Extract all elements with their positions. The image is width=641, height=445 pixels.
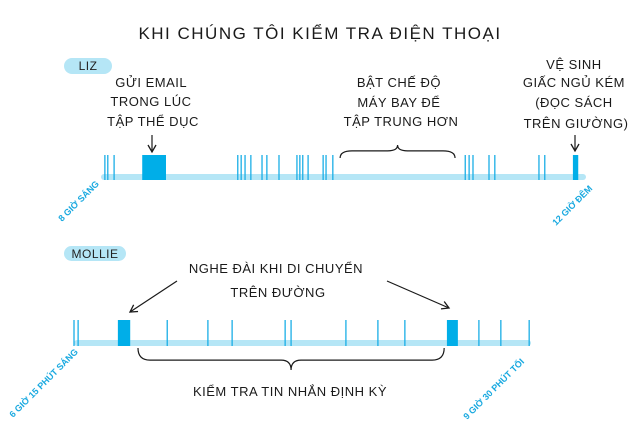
mollie-start-time: 6 GIỜ 15 PHÚT SÁNG: [7, 346, 80, 419]
arrow-radio-right: [386, 280, 451, 310]
extended-use-block: [117, 320, 131, 346]
liz-badge: [64, 58, 112, 74]
extended-use-block: [446, 320, 458, 346]
mollie-radio-note: NGHE ĐÀI KHI DI CHUYỂN TRÊN ĐƯỜNG: [189, 261, 367, 300]
liz-end-time: 12 GIỜ ĐÊM: [550, 183, 595, 228]
brace: [339, 144, 456, 159]
brace: [137, 347, 445, 371]
liz-section: LIZ GỬI EMAIL TRONG LÚC TẬP THỂ DỤC BẬT …: [56, 57, 629, 228]
liz-start-time: 8 GIỜ SÁNG: [56, 178, 101, 223]
liz-timeline: [101, 144, 586, 180]
mollie-timeline: [73, 320, 531, 371]
mollie-messages-note: KIỂM TRA TIN NHẮN ĐỊNH KỲ: [193, 384, 387, 399]
mollie-badge: [64, 246, 126, 261]
mollie-section: MOLLIE NGHE ĐÀI KHI DI CHUYỂN TRÊN ĐƯỜNG…: [7, 246, 531, 421]
arrow-radio-left: [128, 280, 178, 313]
diagram-title: KHI CHÚNG TÔI KIỂM TRA ĐIỆN THOẠI: [138, 24, 501, 43]
liz-email-note: GỬI EMAIL TRONG LÚC TẬP THỂ DỤC: [107, 75, 199, 129]
timeline-track: [74, 340, 531, 346]
extended-use-block: [142, 155, 166, 180]
extended-use-block: [572, 155, 579, 180]
liz-airplane-note: BẬT CHẾ ĐỘ MÁY BAY ĐỂ TẬP TRUNG HƠN: [344, 75, 459, 129]
liz-name: LIZ: [79, 59, 98, 73]
mollie-name: MOLLIE: [71, 247, 118, 261]
liz-sleep-note: VỆ SINH GIẤC NGỦ KÉM (ĐỌC SÁCH TRÊN GIƯỜ…: [523, 57, 629, 131]
mollie-end-time: 9 GIỜ 30 PHÚT TỐI: [461, 356, 527, 422]
timeline-track: [101, 174, 586, 180]
